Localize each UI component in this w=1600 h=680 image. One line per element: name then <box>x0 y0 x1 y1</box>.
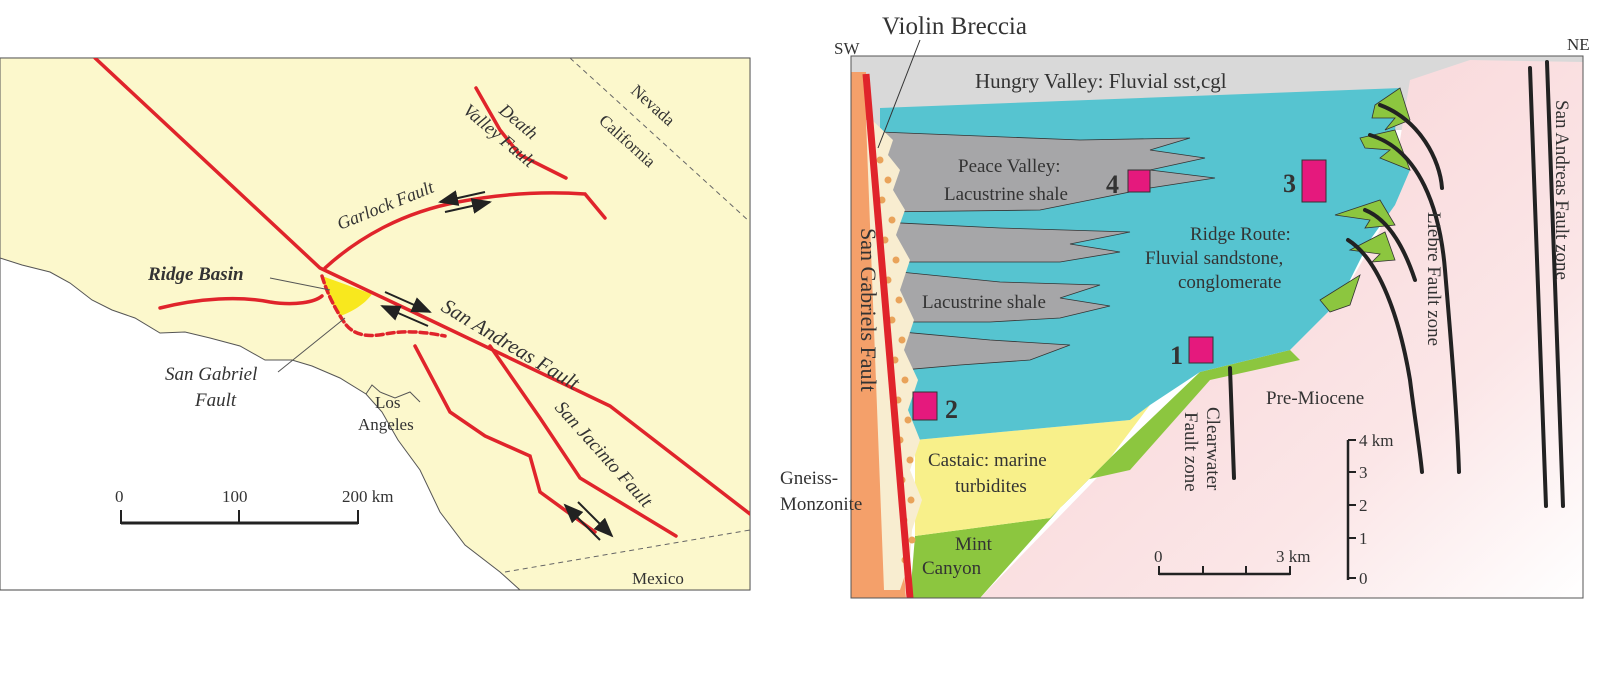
sample-site-1 <box>1188 336 1214 364</box>
los-angeles-label-2: Angeles <box>358 415 414 434</box>
san-andreas-fault-zone-label: San Andreas Fault zone <box>1551 100 1572 280</box>
clearwater-label-2: Fault zone <box>1180 412 1201 492</box>
san-andreas-fault-zone-2 <box>1545 60 1565 508</box>
san-andreas-arrow-lower <box>380 305 429 327</box>
green-wedge-5 <box>1319 274 1361 313</box>
vscale-tick-0: 0 <box>1359 569 1368 588</box>
vscale-tick-1: 1 <box>1359 529 1368 548</box>
hscale-tick-3km: 3 km <box>1276 547 1310 566</box>
hungry-valley-label: Hungry Valley: Fluvial sst,cgl <box>975 69 1227 93</box>
green-wedge-4 <box>1348 231 1396 263</box>
mexico-label: Mexico <box>632 569 684 588</box>
liebre-fault-4 <box>1346 238 1424 474</box>
land-area <box>0 58 750 590</box>
hscale-tick-0: 0 <box>1154 547 1163 566</box>
san-andreas-fault-zone-1 <box>1528 66 1548 508</box>
san-gabriel-fault-label-1: San Gabriel <box>165 364 257 385</box>
san-gabriel-fault-line <box>320 274 447 338</box>
vscale-tick-4km: 4 km <box>1359 431 1393 450</box>
sample-site-3 <box>1301 159 1327 203</box>
sample-site-2 <box>912 391 938 421</box>
san-jacinto-fault-line <box>488 344 678 538</box>
san-gabriel-leader <box>277 317 346 373</box>
ridge-route-label-1: Ridge Route: <box>1190 224 1291 245</box>
sw-label: SW <box>834 39 860 58</box>
ridge-route-label-3: conglomerate <box>1178 272 1281 293</box>
vscale-tick-2: 2 <box>1359 496 1368 515</box>
vscale-tick-3: 3 <box>1359 463 1368 482</box>
cross-section: 1 2 3 4 Hungry Valley: Fluvial sst,cgl P… <box>850 55 1584 599</box>
castaic-label-1: Castaic: marine <box>928 450 1047 471</box>
map-scale-tick-200: 200 km <box>342 487 393 506</box>
san-andreas-fault-line <box>93 58 750 516</box>
vertical-scale: 4 km 3 2 1 0 <box>1346 431 1393 588</box>
green-wedge-2 <box>1359 129 1411 171</box>
ne-label: NE <box>1567 35 1590 54</box>
mint-canyon-label-2: Canyon <box>922 558 982 579</box>
ridge-basin-label: Ridge Basin <box>147 264 244 285</box>
castaic-unit <box>915 405 1150 536</box>
san-gabriel-fault-label-2: Fault <box>194 390 237 411</box>
castaic-label-2: turbidites <box>955 476 1027 497</box>
liebre-fault-3 <box>1363 208 1417 282</box>
map-scale-tick-0: 0 <box>115 487 124 506</box>
sample-site-4-label: 4 <box>1106 170 1119 199</box>
los-angeles-label-1: Los <box>375 393 401 412</box>
mexico-border <box>504 529 750 573</box>
death-valley-fault-line <box>474 86 568 180</box>
san-jacinto-arrow-down <box>577 501 614 538</box>
clearwater-fault <box>1228 366 1236 480</box>
map-scale-bar: 0 100 200 km <box>115 487 393 525</box>
location-map: Nevada California Death Valley Fault Gar… <box>0 57 751 591</box>
san-gabriels-fault-label: San Gabriels Fault <box>856 228 881 392</box>
shale-tongue-1 <box>879 221 1131 263</box>
sample-site-2-label: 2 <box>945 395 958 424</box>
sample-site-1-label: 1 <box>1170 341 1183 370</box>
san-gabriels-fault-trace <box>862 73 914 598</box>
elsinore-fault-line <box>413 344 597 534</box>
garlock-arrow-right <box>444 198 492 214</box>
gneiss-monzonite-label-1: Gneiss- <box>780 468 838 489</box>
mint-canyon-unit <box>910 350 1300 598</box>
clearwater-label-1: Clearwater <box>1202 407 1223 491</box>
sample-site-3-label: 3 <box>1283 169 1296 198</box>
peace-valley-shale <box>879 131 1216 213</box>
ridge-basin-leader <box>269 277 331 291</box>
sample-site-4 <box>1127 169 1151 193</box>
pre-miocene-label: Pre-Miocene <box>1266 388 1364 409</box>
transverse-fault-line <box>158 294 324 310</box>
coastline <box>365 384 421 403</box>
liebre-fault-1 <box>1378 103 1444 190</box>
peace-valley-label-1: Peace Valley: <box>958 156 1061 177</box>
ridge-route-label-2: Fluvial sandstone, <box>1145 248 1283 269</box>
gneiss-monzonite-label-2: Monzonite <box>780 494 862 515</box>
violin-breccia-label: Violin Breccia <box>882 13 1027 40</box>
liebre-fault-label: Liebre Fault zone <box>1423 212 1444 346</box>
peace-valley-label-2: Lacustrine shale <box>944 184 1068 205</box>
violin-breccia-leader <box>877 39 921 149</box>
section-frame <box>850 55 1584 599</box>
horizontal-scale: 0 3 km <box>1154 547 1310 576</box>
lacustrine-shale-tongue <box>879 269 1111 323</box>
lacustrine-shale-label: Lacustrine shale <box>922 292 1046 313</box>
map-scale-tick-100: 100 <box>222 487 248 506</box>
nevada-california-border <box>569 58 750 223</box>
mint-canyon-label-1: Mint <box>955 534 993 555</box>
san-andreas-arrow-upper <box>384 291 432 313</box>
liebre-fault-2 <box>1368 133 1461 474</box>
garlock-arrow-left <box>438 190 486 206</box>
